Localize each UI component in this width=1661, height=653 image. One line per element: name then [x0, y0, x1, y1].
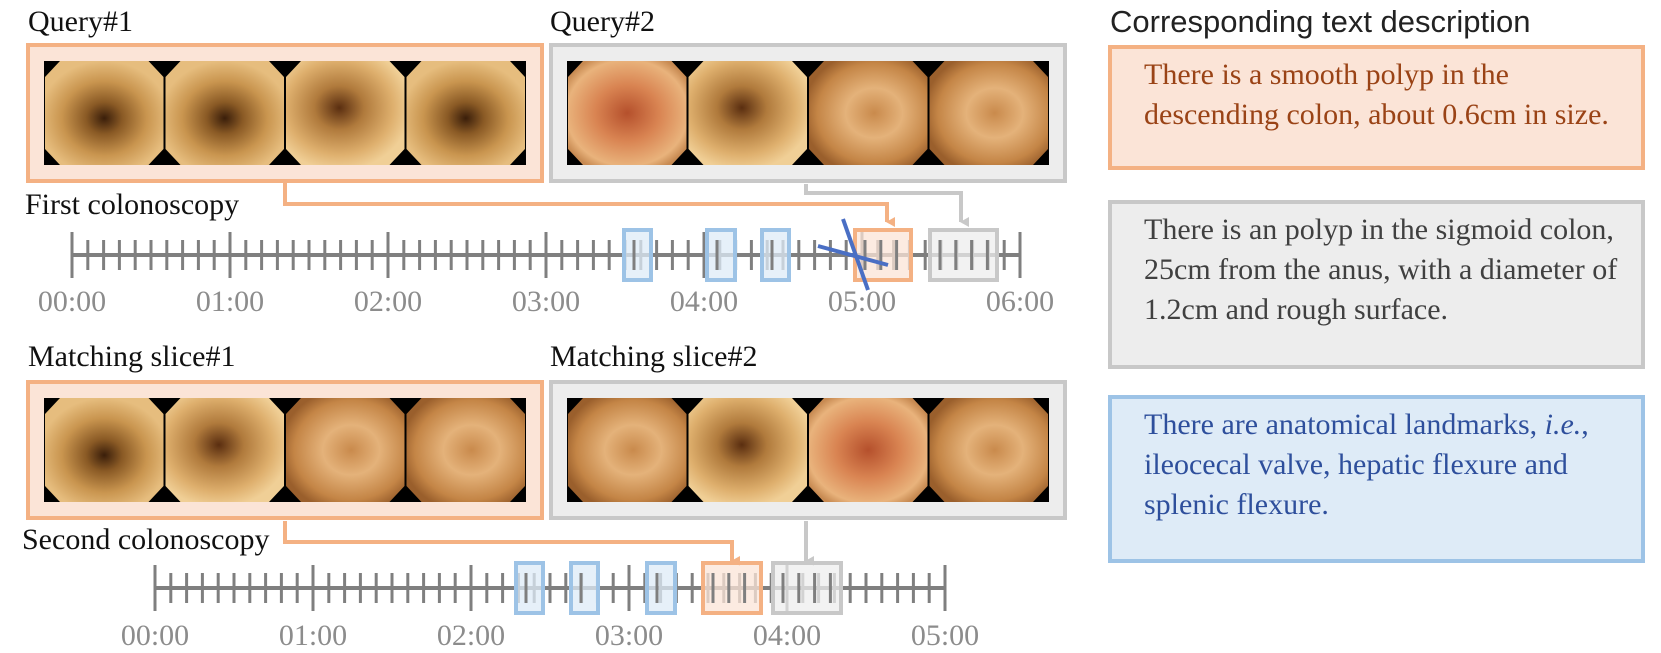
tick-label: 02:00 [437, 619, 505, 652]
query2-panel-frame-image-3 [809, 61, 928, 165]
matching1-panel-frame-image-2 [165, 398, 284, 502]
query1-panel-frame-image-1 [45, 61, 164, 165]
description-gray: There is an polyp in the sigmoid colon, … [1108, 200, 1645, 369]
description-blue-italic: i.e. [1544, 408, 1582, 441]
query2-panel-frame-image-2 [688, 61, 807, 165]
query2-panel-frame-image-1 [568, 61, 687, 165]
matching2-panel-frame-image-4 [929, 398, 1048, 502]
matching2-panel-frame-image-3 [809, 398, 928, 502]
matching2-panel-frame-image-1 [568, 398, 687, 502]
second-colonoscopy-label: Second colonoscopy [22, 523, 270, 556]
description-orange-text: There is a smooth polyp in the descendin… [1144, 58, 1609, 131]
tick-label: 00:00 [121, 619, 189, 652]
description-header: Corresponding text description [1110, 4, 1531, 39]
timeline-second-colonoscopy: 00:00 01:00 02:00 03:00 04:00 05:00 [121, 561, 979, 652]
tick-label: 04:00 [753, 619, 821, 652]
matching1-panel-frame-image-4 [406, 398, 525, 502]
matching2-panel [549, 380, 1067, 520]
tick-label: 00:00 [38, 285, 106, 318]
image-panels [26, 43, 1067, 520]
matching1-label: Matching slice#1 [28, 340, 236, 373]
description-blue: There are anatomical landmarks, i.e., il… [1108, 395, 1645, 563]
query1-panel-frame-image-3 [286, 61, 405, 165]
tick-label: 02:00 [354, 285, 422, 318]
matching1-panel-frame-image-1 [45, 398, 164, 502]
query1-panel-frame-image-4 [406, 61, 525, 165]
tick-label: 01:00 [196, 285, 264, 318]
blue-segment-box [569, 561, 600, 615]
matching2-label: Matching slice#2 [550, 340, 758, 373]
query2-panel [549, 43, 1067, 183]
query1-panel-frame-image-2 [165, 61, 284, 165]
matching1-panel [26, 380, 544, 520]
description-blue-prefix: There are anatomical landmarks, [1144, 408, 1538, 441]
timeline-first-colonoscopy: 00:00 01:00 02:00 03:00 04:00 05:00 06:00 [38, 228, 1054, 318]
query1-panel [26, 43, 544, 183]
connector-query2 [804, 184, 969, 227]
tick-label: 03:00 [512, 285, 580, 318]
tick-label: 05:00 [828, 285, 896, 318]
tick-label: 06:00 [986, 285, 1054, 318]
blue-segment-box [622, 228, 653, 282]
blue-segment-box [514, 561, 545, 615]
blue-segment-box [645, 561, 677, 615]
description-blue-suffix: , ileocecal valve, hepatic flexure and s… [1144, 408, 1589, 521]
first-colonoscopy-label: First colonoscopy [25, 188, 240, 221]
tick-label: 04:00 [670, 285, 738, 318]
connector-query1 [283, 182, 895, 227]
tick-label: 01:00 [279, 619, 347, 652]
query2-panel-frame-image-4 [929, 61, 1048, 165]
query1-label: Query#1 [28, 5, 133, 38]
description-orange: There is a smooth polyp in the descendin… [1108, 45, 1645, 170]
tick-label: 03:00 [595, 619, 663, 652]
query2-label: Query#2 [550, 5, 655, 38]
matching2-panel-frame-image-2 [688, 398, 807, 502]
tick-label: 05:00 [911, 619, 979, 652]
blue-segment-box [705, 228, 737, 282]
cross-mark [817, 218, 889, 291]
matching1-panel-frame-image-3 [286, 398, 405, 502]
connector-matching1 [283, 521, 740, 566]
description-gray-text: There is an polyp in the sigmoid colon, … [1144, 213, 1618, 326]
blue-segment-box [760, 228, 791, 282]
